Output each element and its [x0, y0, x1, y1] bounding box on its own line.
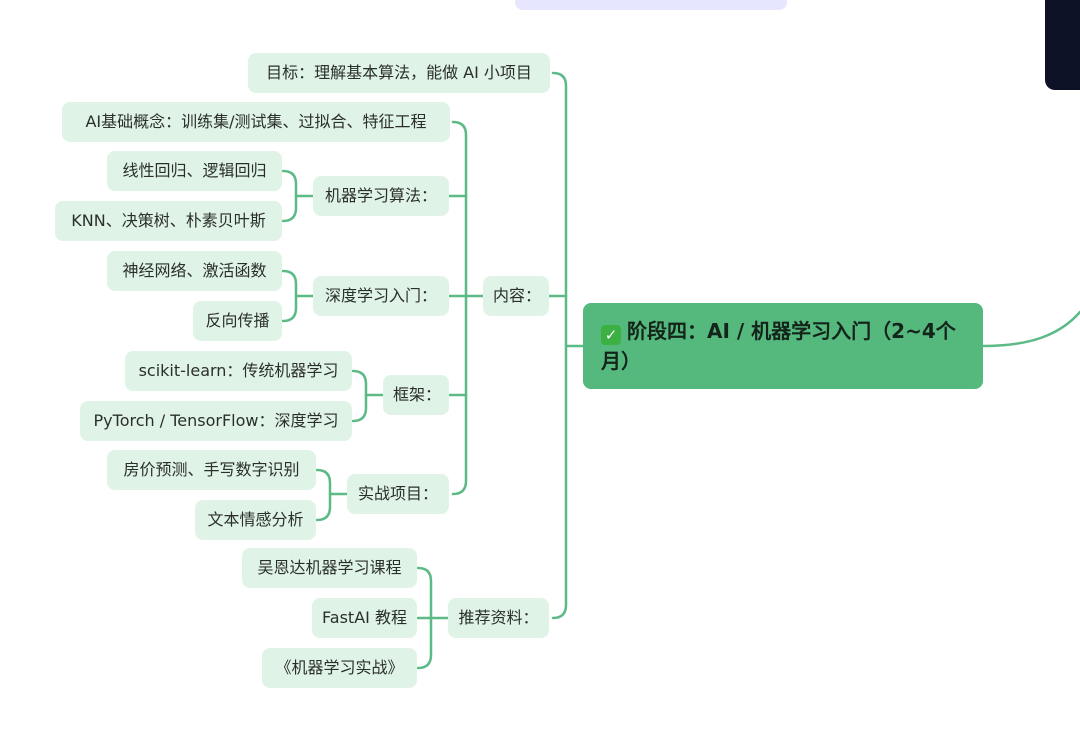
leaf-fw-pytorch[interactable]: PyTorch / TensorFlow：深度学习 — [80, 401, 352, 441]
side-panel-edge — [1045, 0, 1080, 90]
node-resources[interactable]: 推荐资料： — [448, 598, 549, 638]
connector-content-vertical — [451, 120, 468, 496]
top-toolbar-strip — [515, 0, 787, 10]
root-node[interactable]: ✓阶段四：AI / 机器学习入门（2~4个月） — [583, 303, 983, 389]
connector-pj-vertical — [315, 468, 332, 522]
connector-dl-vertical — [281, 269, 298, 323]
node-goal[interactable]: 目标：理解基本算法，能做 AI 小项目 — [248, 53, 550, 93]
leaf-res-book[interactable]: 《机器学习实战》 — [262, 648, 417, 688]
root-title: 阶段四：AI / 机器学习入门（2~4个月） — [601, 319, 956, 373]
node-content[interactable]: 内容： — [483, 276, 549, 316]
node-ai-basics[interactable]: AI基础概念：训练集/测试集、过拟合、特征工程 — [62, 102, 450, 142]
connector-trunk-vertical — [551, 71, 568, 620]
check-icon: ✓ — [601, 325, 621, 345]
leaf-res-andrew-ng[interactable]: 吴恩达机器学习课程 — [242, 548, 417, 588]
leaf-dl-neural-nets[interactable]: 神经网络、激活函数 — [107, 251, 282, 291]
node-ml-algorithms[interactable]: 机器学习算法： — [313, 176, 449, 216]
leaf-ml-regression[interactable]: 线性回归、逻辑回归 — [107, 151, 282, 191]
node-frameworks[interactable]: 框架： — [383, 375, 449, 415]
leaf-pj-house-digits[interactable]: 房价预测、手写数字识别 — [107, 450, 316, 490]
connector-parent-link — [981, 310, 1080, 348]
leaf-dl-backprop[interactable]: 反向传播 — [193, 301, 282, 341]
leaf-ml-knn[interactable]: KNN、决策树、朴素贝叶斯 — [55, 201, 282, 241]
leaf-res-fastai[interactable]: FastAI 教程 — [312, 598, 417, 638]
connector-fw-vertical — [351, 369, 368, 423]
node-deep-learning[interactable]: 深度学习入门： — [313, 276, 449, 316]
node-projects[interactable]: 实战项目： — [347, 474, 449, 514]
connector-ml-vertical — [281, 169, 298, 223]
leaf-fw-sklearn[interactable]: scikit-learn：传统机器学习 — [125, 351, 352, 391]
leaf-pj-sentiment[interactable]: 文本情感分析 — [195, 500, 316, 540]
